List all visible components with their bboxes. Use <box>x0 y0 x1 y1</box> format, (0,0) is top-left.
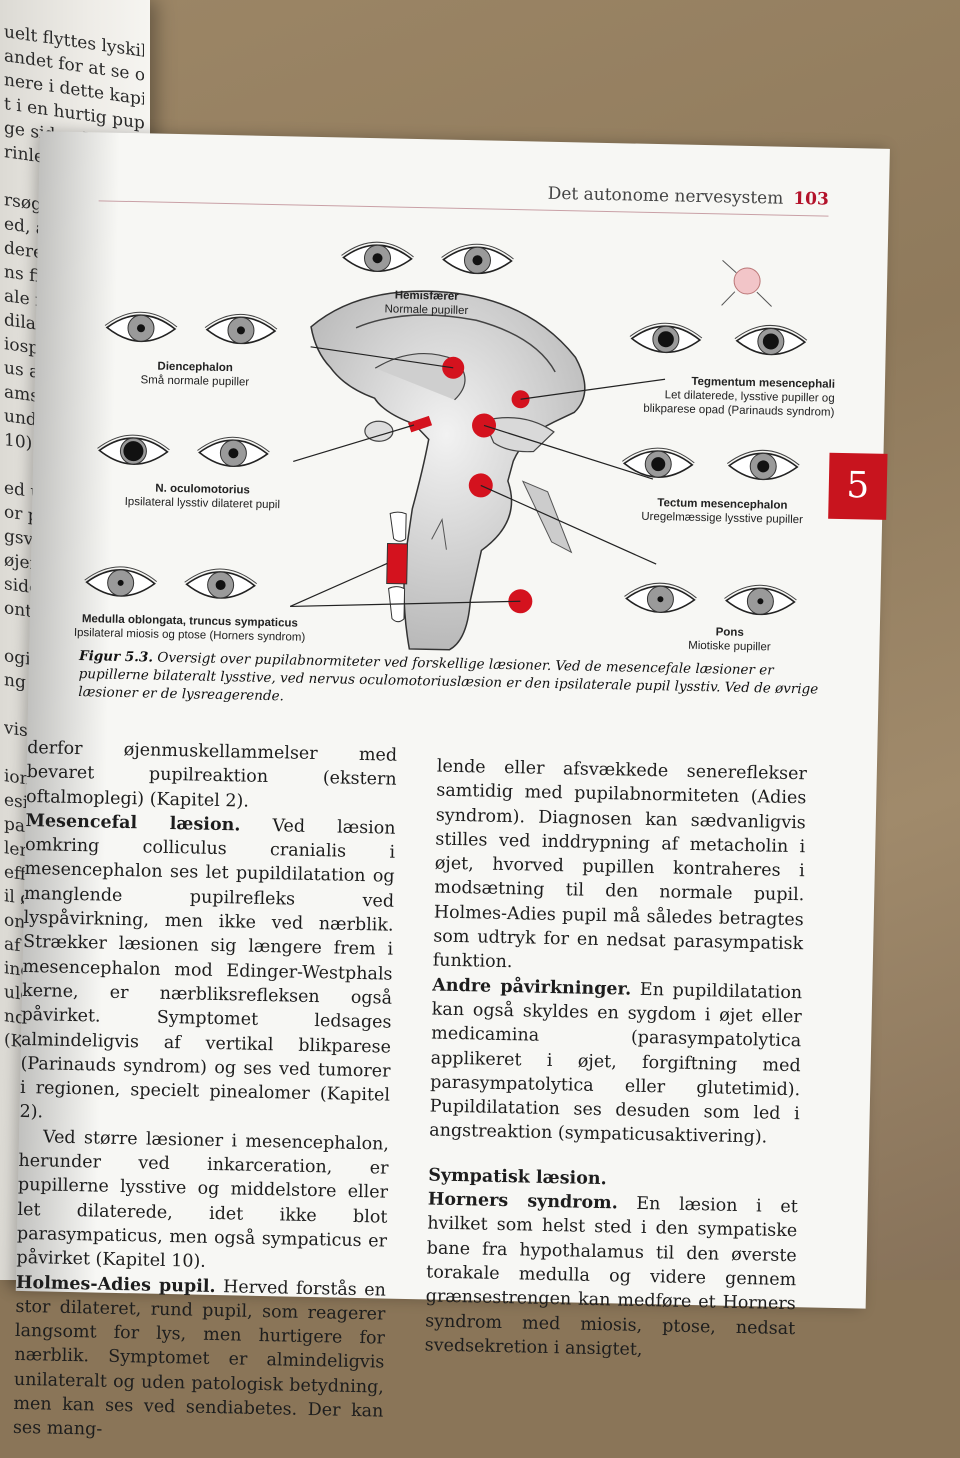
leader-lines <box>289 346 666 608</box>
brain-section <box>310 290 586 651</box>
running-head: Det autonome nervesystem 103 <box>547 184 829 210</box>
heading-holmes-adies: Holmes-Adies pupil. <box>15 1272 216 1297</box>
eyes-tegmentum <box>628 321 808 357</box>
eyes-pons <box>623 581 798 616</box>
chapter-tab: 5 <box>828 452 888 520</box>
eyes-tectum <box>621 446 801 481</box>
right-column: lende eller afsvækkede senereflekser sam… <box>424 755 807 1366</box>
heading-horners: Horners syndrom. <box>427 1189 618 1214</box>
running-head-title: Det autonome nervesystem <box>547 183 784 209</box>
left-col-paragraph-2: Ved læsion omkring colliculus cranialis … <box>19 815 396 1123</box>
book-page: Det autonome nervesystem 103 5 <box>13 131 890 1440</box>
eyes-medulla <box>83 565 258 600</box>
right-col-paragraph-2: En pupildilatation kan også skyldes en s… <box>429 979 803 1148</box>
left-column: derfor øjenmuskellammelser med bevaret p… <box>13 736 398 1448</box>
pupil-lesion-diagram <box>83 240 808 651</box>
page-number: 103 <box>793 188 830 210</box>
right-col-paragraph-3: En læsion i et hvilket som helst sted i … <box>424 1193 798 1360</box>
heading-mesencefal: Mesencefal læsion. <box>25 810 241 836</box>
synapse-icon <box>721 260 772 307</box>
eyes-hemispheres <box>340 240 515 275</box>
right-col-paragraph-1: lende eller afsvækkede senereflekser sam… <box>432 756 808 973</box>
caption-label: Figur 5.3. <box>78 648 154 666</box>
left-col-paragraph-4: Herved forstås en stor dilateret, rund p… <box>12 1276 387 1440</box>
left-col-paragraph-1: derfor øjenmuskellammelser med bevaret p… <box>25 737 398 812</box>
eyes-oculomotorius <box>96 433 271 468</box>
left-col-paragraph-3: Ved større læsioner i mesencephalon, her… <box>16 1127 390 1273</box>
eyes-diencephalon <box>103 310 279 345</box>
heading-andre: Andre påvirkninger. <box>432 975 632 1000</box>
